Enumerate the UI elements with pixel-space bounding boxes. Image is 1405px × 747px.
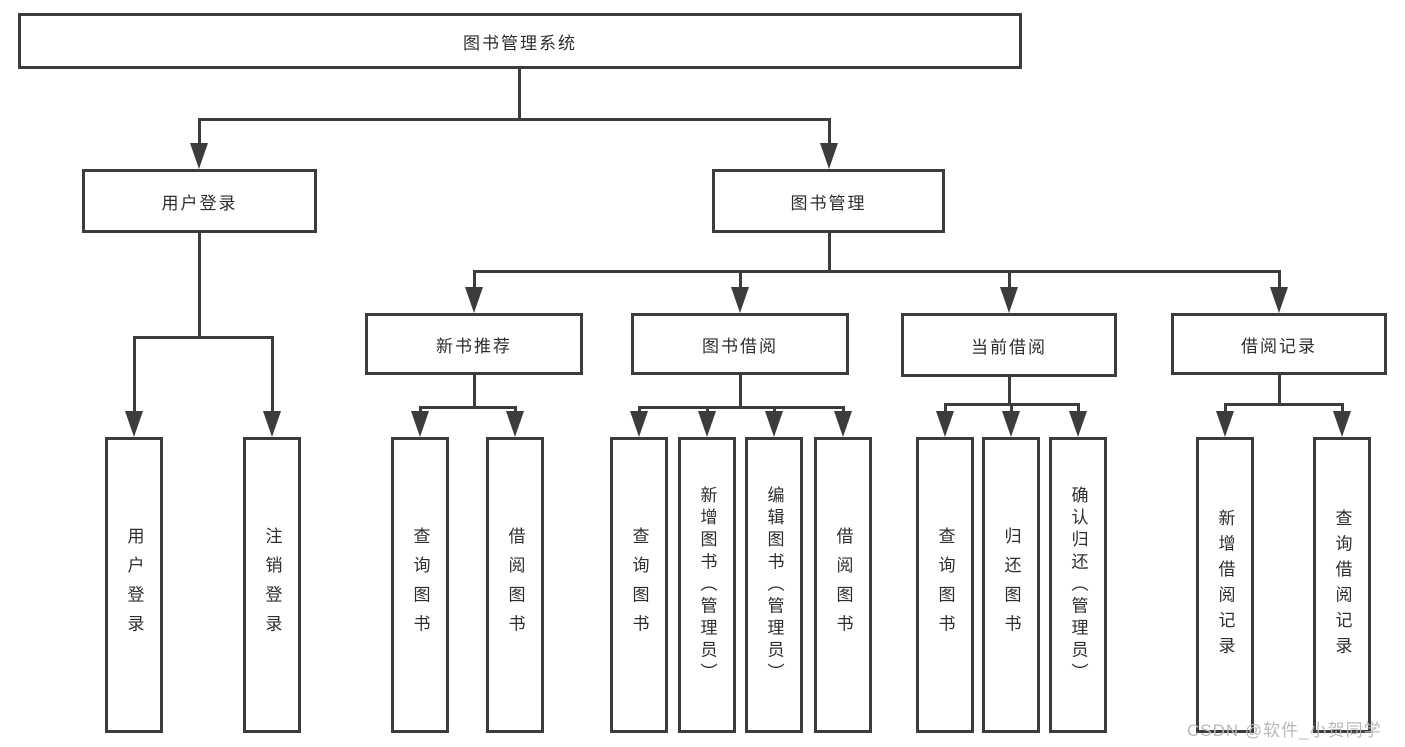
- connector-login-stem: [198, 233, 201, 337]
- connector-drop: [1008, 270, 1011, 290]
- leaf-recommend-query-books: 查询图书: [391, 437, 449, 733]
- node-user-login-label: 用户登录: [161, 193, 238, 213]
- leaf-add-borrow-record: 新增借阅记录: [1196, 437, 1254, 733]
- connector-records-rail: [1224, 403, 1344, 406]
- leaf-logout-label: 注销登录: [262, 526, 282, 644]
- leaf-user-login: 用户登录: [105, 437, 163, 733]
- leaf-add-books-admin-label: 新增图书（管理员）: [697, 485, 717, 685]
- node-book-management: 图书管理: [712, 169, 945, 233]
- connector-recommend-stem: [473, 375, 476, 408]
- connector-login-rail: [133, 336, 274, 339]
- leaf-confirm-return-admin-label: 确认归还（管理员）: [1068, 485, 1088, 685]
- leaf-edit-books-admin: 编辑图书（管理员）: [745, 437, 803, 733]
- connector-drop: [739, 270, 742, 290]
- connector-drop: [1010, 403, 1013, 413]
- node-book-management-label: 图书管理: [790, 193, 867, 213]
- connector-drop: [1341, 403, 1344, 413]
- connector-drop: [1278, 270, 1281, 290]
- node-borrow-records: 借阅记录: [1171, 313, 1387, 375]
- leaf-current-query-books-label: 查询图书: [935, 526, 955, 644]
- node-borrow-records-label: 借阅记录: [1241, 336, 1317, 356]
- node-current-borrow-label: 当前借阅: [971, 337, 1047, 357]
- leaf-return-books-label: 归还图书: [1001, 526, 1021, 644]
- arrow-down-icon: [263, 411, 281, 437]
- connector-drop: [473, 270, 476, 290]
- leaf-borrow-query-books: 查询图书: [610, 437, 668, 733]
- arrow-down-icon: [630, 411, 648, 437]
- arrow-down-icon: [1216, 411, 1234, 437]
- leaf-recommend-borrow-books-label: 借阅图书: [505, 526, 525, 644]
- connector-level2-rail: [198, 118, 831, 121]
- leaf-current-query-books: 查询图书: [916, 437, 974, 733]
- connector-mgmt-stem: [828, 233, 831, 273]
- connector-drop: [271, 336, 274, 414]
- node-new-book-recommend: 新书推荐: [365, 313, 583, 375]
- connector-drop: [1224, 403, 1227, 413]
- arrow-down-icon: [1333, 411, 1351, 437]
- arrow-down-icon: [190, 143, 208, 169]
- node-root-label: 图书管理系统: [463, 33, 577, 53]
- connector-recommend-rail: [419, 406, 517, 409]
- leaf-confirm-return-admin: 确认归还（管理员）: [1049, 437, 1107, 733]
- node-user-login: 用户登录: [82, 169, 317, 233]
- leaf-return-books: 归还图书: [982, 437, 1040, 733]
- connector-mgmt-drop: [828, 118, 831, 146]
- arrow-down-icon: [765, 411, 783, 437]
- leaf-add-borrow-record-label: 新增借阅记录: [1215, 508, 1235, 662]
- connector-root-stem: [518, 69, 521, 119]
- leaf-query-borrow-record: 查询借阅记录: [1313, 437, 1371, 733]
- arrow-down-icon: [834, 411, 852, 437]
- leaf-borrow-books-label: 借阅图书: [833, 526, 853, 644]
- connector-login-drop: [198, 118, 201, 146]
- connector-borrow-stem: [739, 375, 742, 408]
- connector-records-stem: [1278, 375, 1281, 405]
- leaf-user-login-label: 用户登录: [124, 526, 144, 644]
- arrow-down-icon: [125, 411, 143, 437]
- arrow-down-icon: [820, 143, 838, 169]
- connector-drop: [1077, 403, 1080, 413]
- arrow-down-icon: [731, 287, 749, 313]
- leaf-borrow-query-books-label: 查询图书: [629, 526, 649, 644]
- node-new-book-recommend-label: 新书推荐: [436, 336, 512, 356]
- arrow-down-icon: [465, 287, 483, 313]
- node-book-borrow: 图书借阅: [631, 313, 849, 375]
- leaf-edit-books-admin-label: 编辑图书（管理员）: [764, 485, 784, 685]
- arrow-down-icon: [411, 411, 429, 437]
- arrow-down-icon: [1002, 411, 1020, 437]
- connector-borrow-rail: [638, 406, 845, 409]
- leaf-add-books-admin: 新增图书（管理员）: [678, 437, 736, 733]
- leaf-borrow-books: 借阅图书: [814, 437, 872, 733]
- connector-drop: [944, 403, 947, 413]
- node-current-borrow: 当前借阅: [901, 313, 1117, 377]
- arrow-down-icon: [698, 411, 716, 437]
- node-root: 图书管理系统: [18, 13, 1022, 69]
- leaf-recommend-borrow-books: 借阅图书: [486, 437, 544, 733]
- connector-level3-rail: [473, 270, 1281, 273]
- csdn-watermark: CSDN @软件_小贺同学: [1187, 721, 1382, 740]
- node-book-borrow-label: 图书借阅: [702, 336, 778, 356]
- arrow-down-icon: [1069, 411, 1087, 437]
- leaf-query-borrow-record-label: 查询借阅记录: [1332, 508, 1352, 662]
- arrow-down-icon: [506, 411, 524, 437]
- connector-current-stem: [1008, 377, 1011, 405]
- leaf-logout: 注销登录: [243, 437, 301, 733]
- leaf-recommend-query-books-label: 查询图书: [410, 526, 430, 644]
- arrow-down-icon: [1000, 287, 1018, 313]
- connector-drop: [133, 336, 136, 414]
- arrow-down-icon: [1270, 287, 1288, 313]
- arrow-down-icon: [936, 411, 954, 437]
